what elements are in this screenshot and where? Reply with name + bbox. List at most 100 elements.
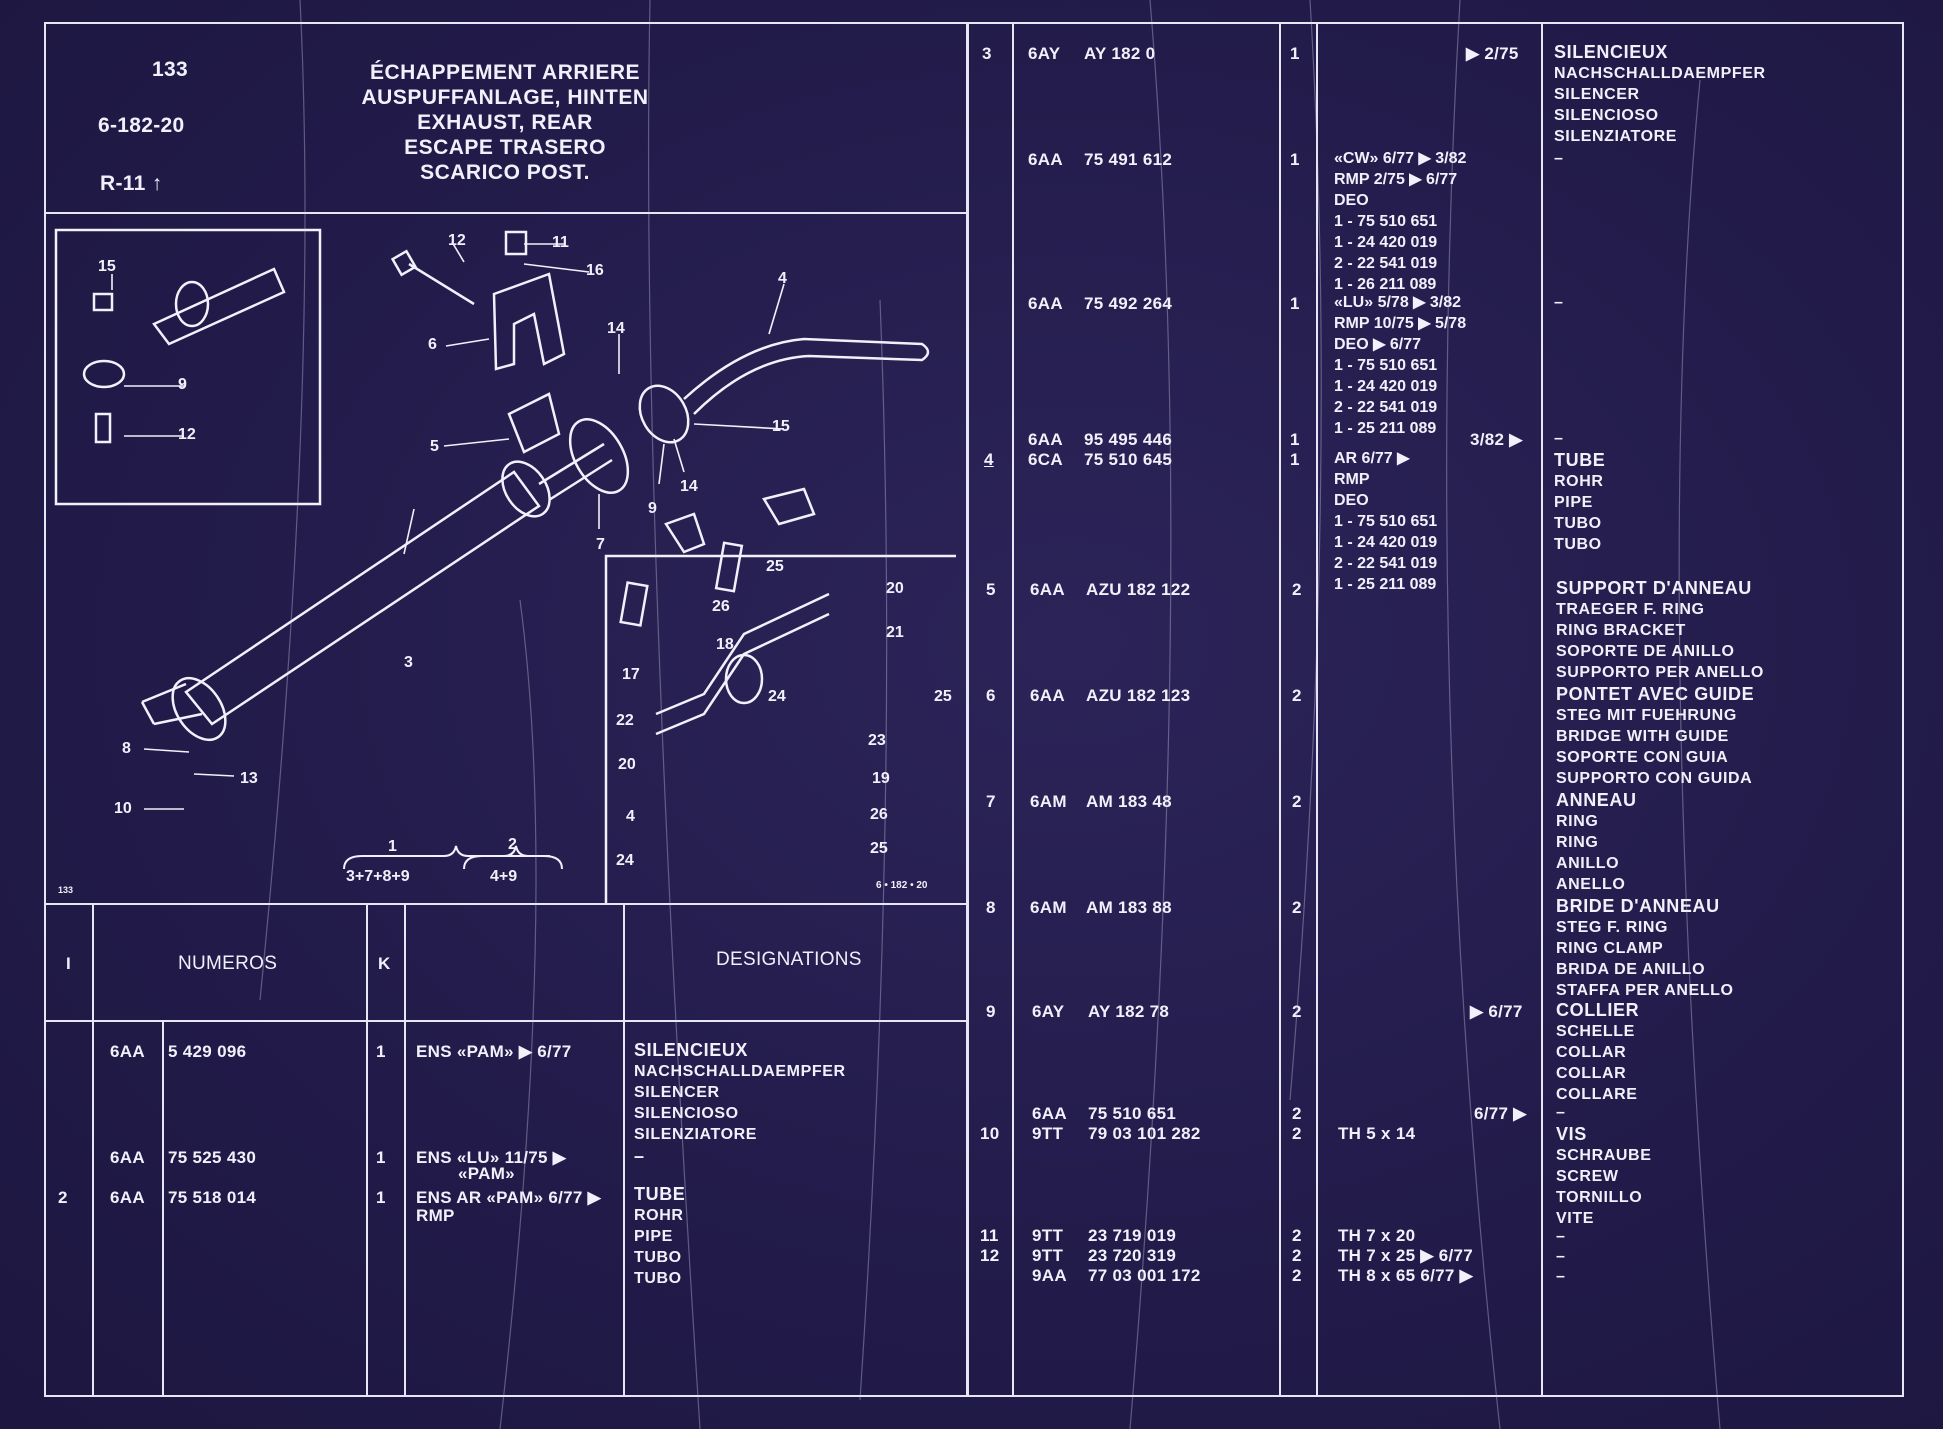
col-header-index: I: [66, 954, 72, 973]
inset-clamp-19: [724, 653, 764, 705]
inset-r-callout-26: 26: [712, 598, 730, 615]
callout-8: 8: [122, 740, 131, 757]
rr-12b-k: 2: [1292, 1266, 1302, 1285]
inset-r-callout-19: 19: [872, 770, 890, 787]
rr-3c-desc: –: [1554, 294, 1564, 311]
rr-12-prefix: 9TT: [1032, 1246, 1064, 1265]
rr-9b-number: 75 510 651: [1088, 1104, 1177, 1123]
inset-r-callout-22: 22: [616, 712, 634, 729]
left-row-1-prefix: 6AA: [110, 1042, 145, 1061]
divider-main-vertical: [966, 22, 969, 1397]
bolt-part-12: [408, 262, 475, 306]
rr-12-index: 12: [980, 1246, 1000, 1265]
rr-3b-prefix: 6AA: [1028, 150, 1063, 169]
rr-9-number: AY 182 78: [1088, 1002, 1170, 1021]
callout-14-upper: 14: [607, 320, 625, 337]
right-col-rule-4: [1541, 22, 1543, 1397]
inset-r-callout-25-right: 25: [934, 688, 952, 705]
rr-11-prefix: 9TT: [1032, 1226, 1064, 1245]
muffler-body: [184, 470, 541, 726]
group-2-brace: [463, 845, 550, 870]
collar-part-9: [638, 384, 690, 444]
page-number: 133: [152, 58, 188, 81]
rr-5-prefix: 6AA: [1030, 580, 1065, 599]
rr-3d-note: 3/82 ▶: [1470, 430, 1523, 449]
rr-10-prefix: 9TT: [1032, 1124, 1064, 1143]
rr-5-number: AZU 182 122: [1086, 580, 1191, 599]
divider-diagram: [44, 903, 966, 905]
left-row-1-number: 5 429 096: [168, 1042, 247, 1061]
inset-r-callout-17: 17: [622, 666, 640, 683]
rr-3c-number: 75 492 264: [1084, 294, 1173, 313]
rr-9-note: ▶ 6/77: [1470, 1002, 1523, 1021]
title-it: SCARICO POST.: [420, 161, 590, 184]
callout-9: 9: [648, 500, 657, 517]
tailpipe-stub: [140, 682, 203, 726]
inset-block-22: [619, 581, 649, 627]
ring-part-7: [568, 418, 630, 494]
rr-7-number: AM 183 48: [1086, 792, 1172, 811]
pipe-part-4: [683, 337, 930, 415]
col-rule-5: [162, 1020, 164, 1397]
callout-13: 13: [240, 770, 258, 787]
rr-3-note: ▶ 2/75: [1466, 44, 1519, 63]
inset-callout-12: 12: [178, 426, 196, 443]
inset-guide-rod: [655, 592, 830, 736]
rr-11-number: 23 719 019: [1088, 1226, 1177, 1245]
left-row-3-k: 1: [376, 1188, 386, 1207]
muffler-end-ring: [171, 676, 227, 742]
rr-3d-k: 1: [1290, 430, 1300, 449]
callout-11: 11: [552, 234, 569, 251]
callout-10: 10: [114, 800, 132, 817]
inset-r-callout-20-left: 20: [618, 756, 636, 773]
rr-9b-k: 2: [1292, 1104, 1302, 1123]
rr-12b-number: 77 03 001 172: [1088, 1266, 1201, 1285]
inset-clamp-9: [82, 359, 126, 389]
callout-6: 6: [428, 336, 437, 353]
group-1-formula: 3+7+8+9: [346, 868, 410, 885]
inset-right-frame: [604, 554, 956, 903]
page-title-block: ÉCHAPPEMENT ARRIERE AUSPUFFANLAGE, HINTE…: [355, 60, 655, 185]
rr-3-index: 3: [982, 44, 992, 63]
rr-7-k: 2: [1292, 792, 1302, 811]
divider-table-header: [44, 1020, 966, 1022]
left-row-3-note: ENS AR «PAM» 6/77 ▶: [416, 1188, 602, 1207]
rr-6-number: AZU 182 123: [1086, 686, 1191, 705]
rr-9b-prefix: 6AA: [1032, 1104, 1067, 1123]
inset-left-frame: [54, 228, 322, 506]
inset-r-callout-25-lower: 25: [870, 840, 888, 857]
bolt-head-12: [390, 249, 418, 277]
inset-r-callout-4: 4: [626, 808, 635, 825]
callout-15: 15: [772, 418, 790, 435]
rr-12-number: 23 720 319: [1088, 1246, 1177, 1265]
inset-pipe: [152, 267, 286, 346]
rr-3d-desc: –: [1554, 430, 1564, 447]
rr-11-note: TH 7 x 20: [1338, 1226, 1416, 1245]
inset-r-callout-23: 23: [868, 732, 886, 749]
rr-11-k: 2: [1292, 1226, 1302, 1245]
bolt-part-11: [504, 230, 528, 256]
left-row-2-note: ENS «LU» 11/75 ▶: [416, 1148, 567, 1167]
rr-12b-prefix: 9AA: [1032, 1266, 1067, 1285]
rr-12-k: 2: [1292, 1246, 1302, 1265]
left-row-1-k: 1: [376, 1042, 386, 1061]
group-2-formula: 4+9: [490, 868, 518, 885]
rr-4-prefix: 6CA: [1028, 450, 1063, 469]
col-rule-2: [366, 903, 368, 1397]
rr-8-number: AM 183 88: [1086, 898, 1172, 917]
rr-3d-prefix: 6AA: [1028, 430, 1063, 449]
arrow-up-icon: ↑: [151, 172, 163, 195]
rr-3-k: 1: [1290, 44, 1300, 63]
reference-code: R-11 ↑: [100, 172, 163, 195]
rr-3b-number: 75 491 612: [1084, 150, 1173, 169]
